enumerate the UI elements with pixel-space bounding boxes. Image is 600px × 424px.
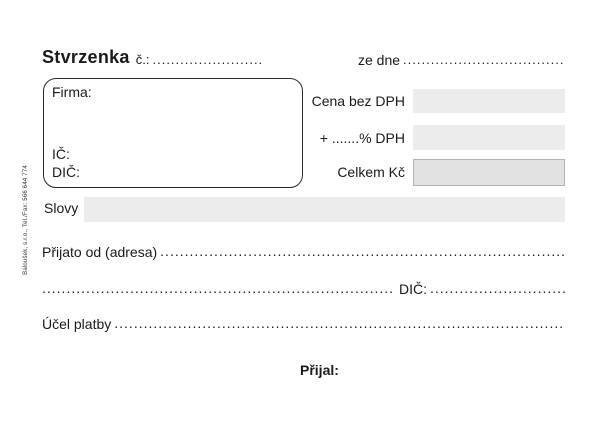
printer-note: Baloušek, s.r.o., Tel./Fax: 566 644 774	[23, 165, 29, 275]
company-id-label: IČ:	[52, 146, 70, 162]
received-from-label: Přijato od (adresa)	[42, 244, 158, 260]
purpose-field: ........................................…	[114, 315, 565, 331]
company-label: Firma:	[52, 84, 92, 100]
in-words-label: Slovy	[44, 200, 79, 216]
company-box	[43, 78, 303, 188]
purpose-row: Účel platby ............................…	[42, 315, 565, 332]
received-by-label: Přijal:	[300, 362, 339, 378]
price-without-vat-label: Cena bez DPH	[311, 93, 405, 109]
company-tax-id-label: DIČ:	[52, 164, 80, 180]
date-field: ........................................…	[403, 52, 565, 67]
receipt-header: Stvrzenka č.: ..........................…	[42, 47, 261, 68]
tax-id-field: ........................................…	[430, 280, 565, 296]
address-continuation-field: ........................................…	[42, 280, 395, 296]
total-field	[413, 159, 565, 186]
price-without-vat-field	[413, 89, 565, 113]
receipt-number-label: č.:	[135, 52, 150, 67]
tax-id-row: ........................................…	[42, 280, 565, 297]
date-row: ze dne .................................…	[358, 52, 565, 68]
receipt-number-field: ........................................…	[152, 52, 261, 67]
in-words-field	[84, 197, 565, 222]
received-from-row: Přijato od (adresa) ....................…	[42, 243, 565, 260]
vat-field	[413, 125, 565, 150]
received-from-field: ........................................…	[160, 243, 565, 259]
receipt-title: Stvrzenka	[42, 47, 130, 67]
purpose-label: Účel platby	[42, 316, 112, 332]
tax-id-inline-label: DIČ:	[399, 281, 427, 297]
total-label: Celkem Kč	[337, 164, 405, 180]
vat-label: + .......% DPH	[319, 130, 405, 146]
date-label: ze dne	[358, 52, 401, 68]
